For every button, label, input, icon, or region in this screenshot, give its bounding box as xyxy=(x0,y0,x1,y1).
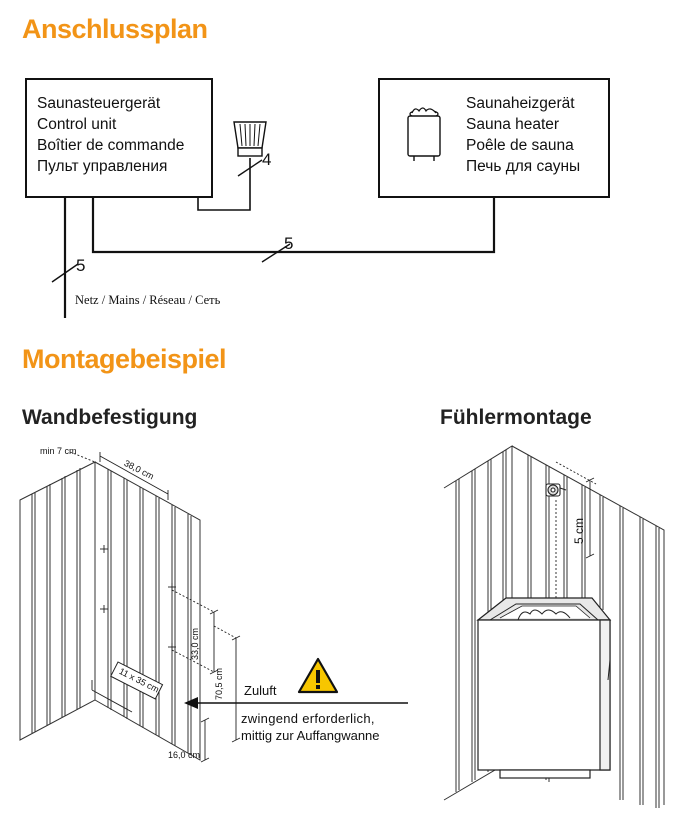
heater-cable-mark xyxy=(261,243,291,263)
air-opening xyxy=(110,661,164,700)
control-unit-box xyxy=(25,78,213,198)
wall-mount-heading: Wandbefestigung xyxy=(22,406,198,429)
section-title-montagebeispiel: Montagebeispiel xyxy=(22,344,227,374)
airflow-note-line1: zwingend erforderlich, xyxy=(241,711,375,726)
section-title-anschlussplan: Anschlussplan xyxy=(22,14,208,44)
heater-label-ru: Печь для сауны xyxy=(466,158,581,175)
mains-label: Netz / Mains / Réseau / Сеть xyxy=(75,293,221,307)
heater-label-en: Sauna heater xyxy=(466,116,560,133)
control-unit-label-fr: Boîtier de commande xyxy=(37,137,185,154)
sensor-icon xyxy=(233,121,267,157)
sauna-heater-icon xyxy=(476,597,612,779)
sauna-heater-icon xyxy=(407,107,441,161)
sauna-heater-labels: Saunaheizgerät Sauna heater Poêle de sau… xyxy=(466,93,580,177)
sensor-cable-label: 4 xyxy=(262,150,272,169)
sensor-icon xyxy=(545,483,567,497)
control-unit-label-ru: Пульт управления xyxy=(37,158,168,175)
mains-cable-mark xyxy=(51,263,79,283)
sensor-mount-heading: Fühlermontage xyxy=(440,406,592,429)
heater-label-de: Saunaheizgerät xyxy=(466,95,575,112)
heater-label-fr: Poêle de sauna xyxy=(466,137,574,154)
control-unit-label-en: Control unit xyxy=(37,116,117,133)
sensor-cable-mark xyxy=(237,159,263,177)
control-unit-label-de: Saunasteuergerät xyxy=(37,95,161,112)
control-unit-labels: Saunasteuergerät Control unit Boîtier de… xyxy=(37,93,184,177)
heater-cable-label: 5 xyxy=(284,234,294,253)
sensor-distance-label: 5 cm xyxy=(572,517,586,544)
arrow-left-icon xyxy=(184,697,408,709)
airflow-label: Zuluft xyxy=(244,683,277,698)
heater-wire xyxy=(91,196,496,254)
warning-icon xyxy=(297,657,339,694)
bottom-distance-label: 16,0 cm xyxy=(168,750,201,760)
airflow-note-line2: mittig zur Auffangwanne xyxy=(241,728,380,743)
min-distance-label: min 7 cm xyxy=(40,446,77,456)
sensor-wire xyxy=(197,158,251,211)
mains-cable-label: 5 xyxy=(76,256,86,275)
wiring-diagram xyxy=(51,158,496,318)
